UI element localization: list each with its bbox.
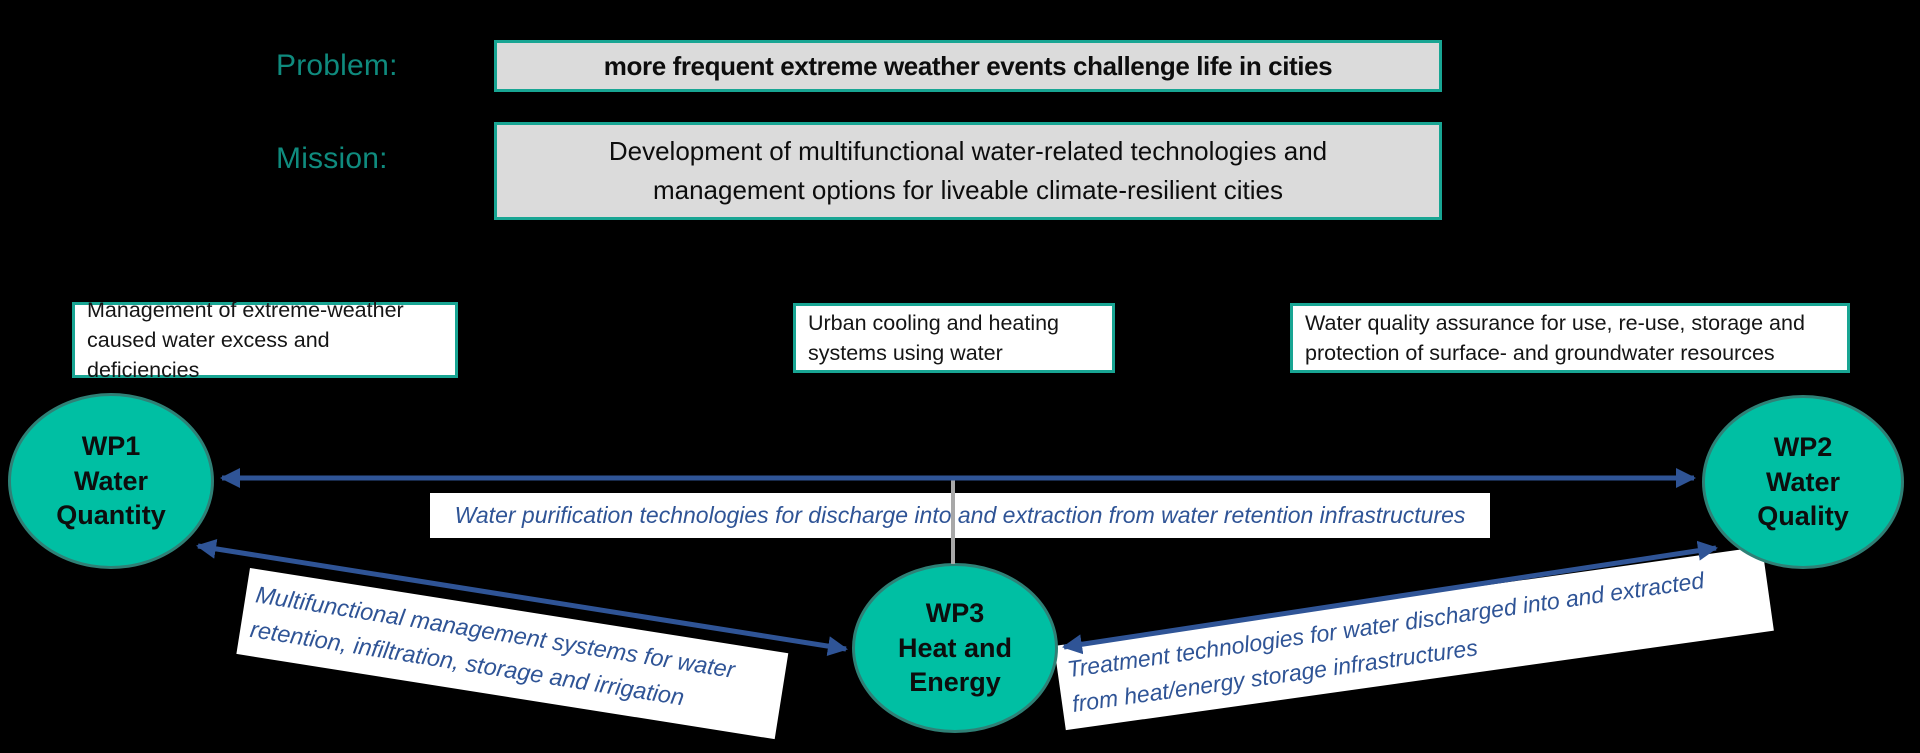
- link-text-wp3-wp2: Treatment technologies for water dischar…: [1065, 567, 1706, 717]
- wp1-name-line1: Water: [73, 465, 148, 496]
- link-label-wp1-wp3: Multifunctional management systems for w…: [236, 568, 789, 739]
- topic-box-heat-energy: Urban cooling and heating systems using …: [793, 303, 1115, 373]
- wp2-id: WP2: [1773, 432, 1833, 463]
- wp3-id: WP3: [925, 598, 985, 629]
- topic-text-heat-energy: Urban cooling and heating systems using …: [808, 310, 1060, 365]
- mission-statement-text: Development of multifunctional water-rel…: [608, 136, 1328, 205]
- topic-box-water-quantity: Management of extreme-weather caused wat…: [72, 298, 458, 382]
- problem-statement-text: more frequent extreme weather events cha…: [603, 50, 1333, 81]
- link-label-wp1-wp2: Water purification technologies for disc…: [430, 493, 1490, 538]
- link-text-wp1-wp2: Water purification technologies for disc…: [454, 502, 1466, 528]
- problem-statement-box: more frequent extreme weather events cha…: [494, 40, 1442, 92]
- wp1-id: WP1: [81, 431, 141, 462]
- topic-box-water-quality: Water quality assurance for use, re-use,…: [1290, 303, 1850, 373]
- link-text-wp1-wp3: Multifunctional management systems for w…: [248, 581, 737, 711]
- wp3-heat-energy-ellipse: WP3 Heat and Energy: [852, 563, 1058, 733]
- problem-label: Problem:: [276, 49, 398, 82]
- wp2-name-line2: Quality: [1757, 501, 1849, 532]
- wp3-name-line2: Energy: [909, 667, 1001, 698]
- mission-label: Mission:: [276, 142, 388, 175]
- link-label-wp3-wp2: Treatment technologies for water dischar…: [1054, 546, 1774, 731]
- topic-text-water-quantity: Management of extreme-weather caused wat…: [87, 297, 404, 383]
- wp1-name-line2: Quantity: [56, 500, 166, 531]
- mission-statement-box: Development of multifunctional water-rel…: [494, 122, 1442, 220]
- wp1-water-quantity-ellipse: WP1 Water Quantity: [8, 393, 214, 569]
- wp2-water-quality-ellipse: WP2 Water Quality: [1702, 395, 1904, 569]
- wp3-name-line1: Heat and: [897, 632, 1013, 663]
- topic-text-water-quality: Water quality assurance for use, re-use,…: [1305, 310, 1805, 365]
- wp2-name-line1: Water: [1765, 466, 1840, 497]
